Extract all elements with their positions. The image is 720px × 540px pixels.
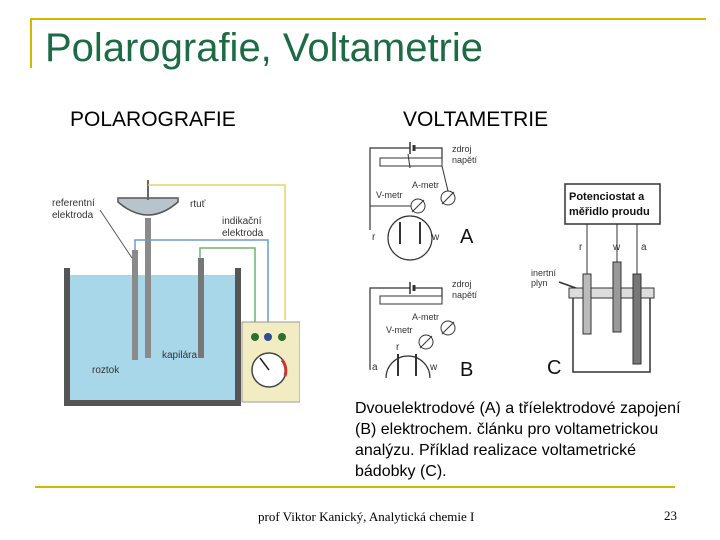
page-number: 23 (664, 508, 677, 523)
circuit-b-a-label: a (372, 362, 378, 373)
cell-electrode-a (632, 273, 642, 365)
wire-blue (134, 239, 269, 330)
circuit-a-w-label: w (431, 232, 440, 243)
vessel-bottom (64, 400, 241, 406)
circuit-a-letter: A (460, 226, 474, 248)
slide-title: Polarografie, Voltametrie (45, 26, 484, 70)
circuit-b-cell-top (385, 355, 431, 379)
reference-electrode (132, 250, 138, 360)
circuit-b-resistor (379, 295, 443, 305)
label-solution: roztok (92, 365, 120, 376)
circuit-b-w-label: w (429, 362, 438, 373)
cell-electrode-r (582, 273, 592, 335)
subtitle-voltammetry: VOLTAMETRIE (403, 108, 549, 131)
figure-caption: Dvouelektrodové (A) a tříelektrodové zap… (355, 400, 681, 480)
voltammetric-cell-diagram: Potenciostat a měřidlo proudu r w a iner… (531, 183, 661, 379)
circuit-a-source-label-1: zdroj (452, 144, 472, 154)
circuit-b-r-label: r (396, 342, 400, 353)
wire-green (199, 247, 256, 330)
cell-electrode-w (612, 261, 622, 333)
cell-r-label: r (579, 242, 583, 253)
indicator-electrode (198, 258, 204, 358)
mercury-reservoir (117, 197, 179, 216)
circuit-a-r-label: r (372, 232, 376, 243)
wire-yellow (148, 184, 286, 320)
label-reference-electrode: referentní (52, 198, 95, 209)
terminal-1 (251, 333, 259, 341)
frame-top-line (30, 18, 706, 20)
circuit-b-source-label-1: zdroj (452, 279, 472, 289)
circuit-b-source-label-2: napětí (452, 290, 478, 300)
circuit-a-wire (369, 147, 410, 230)
capillary (145, 218, 151, 358)
subtitle-polarography: POLAROGRAFIE (70, 108, 236, 131)
circuit-b-ammeter-label: A-metr (412, 312, 439, 322)
circuit-a-voltmeter-label: V-metr (376, 190, 403, 200)
circuit-b-wire (369, 287, 410, 370)
terminal-3 (278, 333, 286, 341)
vessel-wall-left (64, 268, 70, 406)
potentiostat-box (564, 183, 661, 225)
circuit-a-wire-4 (441, 165, 449, 192)
circuit-b-ammeter-arrow (441, 321, 455, 335)
cell-a-label: a (641, 242, 647, 253)
label-mercury: rtuť (190, 199, 206, 210)
circuit-a-source-label-2: napětí (452, 155, 478, 165)
cell-vessel (572, 298, 651, 373)
circuit-a-slider (407, 153, 411, 169)
label-capillary: kapilára (162, 350, 197, 361)
cell-letter: C (547, 357, 561, 379)
meter-red-arc (280, 359, 288, 377)
circuit-a-voltmeter-arrow (411, 199, 425, 213)
label-indicator-electrode-2: elektroda (222, 228, 264, 239)
potentiostat-label-2: měřidlo proudu (569, 206, 650, 218)
frame-bottom-line (35, 486, 675, 488)
footer-author: prof Viktor Kanický, Analytická chemie I (258, 509, 475, 524)
label-reference-electrode-2: elektroda (52, 210, 94, 221)
circuit-b-letter: B (460, 359, 473, 380)
circuit-a-ammeter-arrow (441, 191, 455, 205)
vessel-wall-right (235, 268, 241, 406)
circuit-b-voltmeter-label: V-metr (386, 325, 413, 335)
inert-gas-label-2: plyn (531, 278, 548, 288)
circuit-a-resistor (379, 157, 443, 167)
cell-lid (568, 287, 655, 299)
frame-left-line (30, 18, 32, 68)
circuit-a-wire-2 (414, 147, 443, 162)
voltammetry-circuits: zdroj napětí A-metr V-metr r w A zdroj n… (369, 142, 478, 380)
circuit-a-ammeter-label: A-metr (412, 180, 439, 190)
potentiostat-label-1: Potenciostat a (569, 191, 645, 203)
circuit-b-voltmeter-arrow (419, 335, 433, 349)
circuit-a-cell (387, 215, 433, 261)
leader-reference (99, 209, 133, 259)
terminal-2 (264, 333, 272, 341)
meter-needle (259, 357, 270, 371)
solution-liquid (70, 275, 235, 400)
label-indicator-electrode: indikační (222, 216, 262, 227)
polarography-diagram: referentní elektroda rtuť indikační elek… (52, 180, 300, 406)
inert-gas-label-1: inertní (531, 268, 557, 278)
cell-w-label: w (612, 242, 621, 253)
